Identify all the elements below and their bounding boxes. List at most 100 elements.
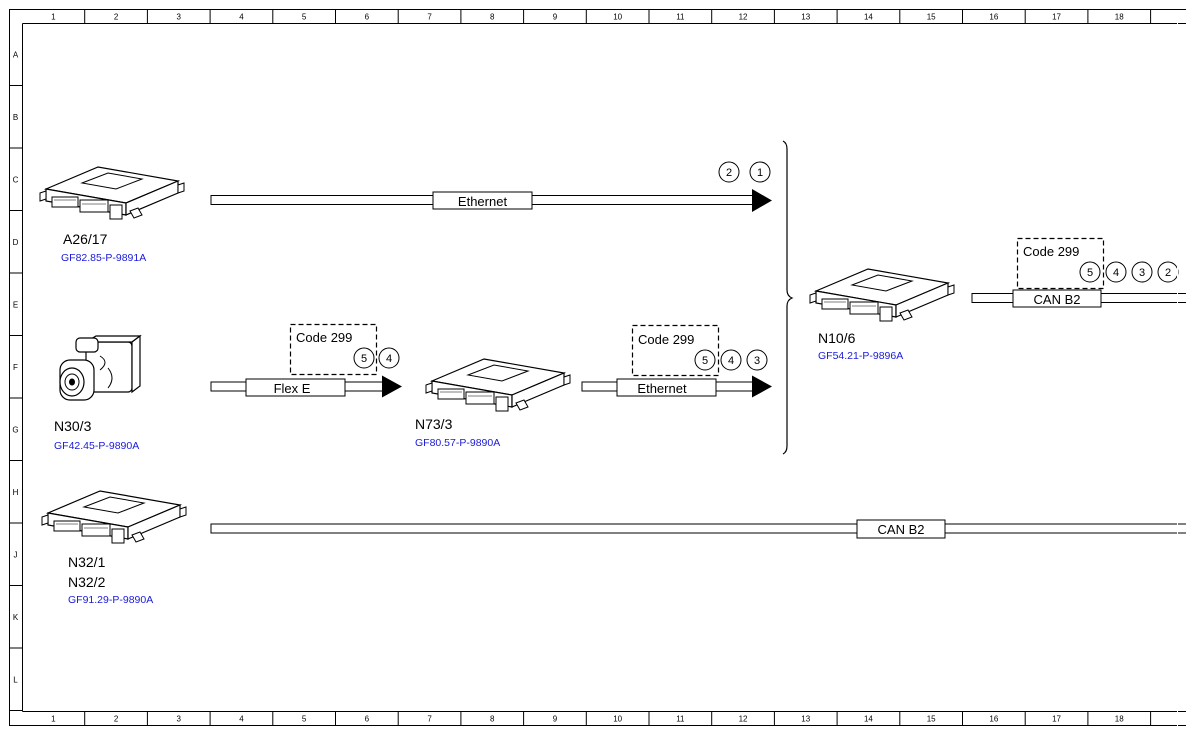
n32-ref-link[interactable]: GF91.29-P-9890A: [68, 594, 153, 606]
column-marker: 16: [989, 13, 998, 22]
column-marker: 3: [177, 13, 182, 22]
svg-text:3: 3: [1139, 267, 1145, 279]
column-marker: 14: [864, 715, 873, 724]
ethernet-top-circle-2: 2: [719, 162, 739, 182]
row-marker: D: [13, 238, 19, 247]
can-b2-right-bus: CAN B2: [972, 290, 1186, 307]
a26-17-label: A26/17: [63, 231, 108, 247]
can-b2-right-label: CAN B2: [1034, 292, 1081, 307]
column-marker: 2: [114, 13, 119, 22]
code-flex-label: Code 299: [296, 330, 352, 345]
column-marker: 5: [302, 13, 307, 22]
n10-6-label: N10/6: [818, 330, 856, 346]
column-marker: 16: [989, 715, 998, 724]
can-b2-right-circle-5: 5: [1080, 262, 1100, 282]
column-marker: 18: [1115, 13, 1124, 22]
n32-2-label: N32/2: [68, 574, 106, 590]
column-marker: 17: [1052, 715, 1061, 724]
row-marker: C: [13, 175, 19, 184]
flex-e-label: Flex E: [274, 381, 311, 396]
column-marker: 6: [365, 13, 370, 22]
a26-17-ref-link[interactable]: GF82.85-P-9891A: [61, 252, 146, 264]
ethernet-mid-circle-3: 3: [747, 350, 767, 370]
n73-3-ref-link[interactable]: GF80.57-P-9890A: [415, 437, 500, 449]
ethernet-top-bus: Ethernet: [211, 189, 772, 212]
can-b2-right-circle-4: 4: [1106, 262, 1126, 282]
column-marker: 3: [177, 715, 182, 724]
n10-6-unit-icon: [810, 269, 954, 321]
ethernet-mid-circle-4: 4: [721, 350, 741, 370]
row-marker: E: [13, 300, 18, 309]
n73-3-unit-icon: [426, 359, 570, 411]
column-marker: 12: [739, 13, 748, 22]
column-marker: 13: [801, 715, 810, 724]
n30-3-label: N30/3: [54, 418, 92, 434]
svg-text:3: 3: [754, 355, 760, 367]
column-marker: 13: [801, 13, 810, 22]
svg-text:2: 2: [726, 167, 732, 179]
can-b2-bottom-bus: CAN B2: [211, 520, 1186, 538]
column-marker: 14: [864, 13, 873, 22]
row-marker: A: [13, 50, 19, 59]
svg-text:1: 1: [757, 167, 763, 179]
row-marker: L: [13, 675, 18, 684]
ethernet-mid-circle-5: 5: [695, 350, 715, 370]
column-marker: 2: [114, 715, 119, 724]
column-marker: 5: [302, 715, 307, 724]
code-right-label: Code 299: [1023, 244, 1079, 259]
column-marker: 15: [927, 715, 936, 724]
svg-text:5: 5: [1087, 267, 1093, 279]
svg-text:5: 5: [702, 355, 708, 367]
column-marker: 1: [51, 13, 56, 22]
a26-17-unit-icon: [40, 167, 184, 219]
row-marker: K: [13, 613, 19, 622]
n10-6-ref-link[interactable]: GF54.21-P-9896A: [818, 350, 903, 362]
row-marker: J: [14, 550, 18, 559]
column-marker: 12: [739, 715, 748, 724]
column-marker: 6: [365, 715, 370, 724]
column-marker: 7: [427, 13, 432, 22]
ethernet-top-circle-1: 1: [750, 162, 770, 182]
column-marker: 9: [553, 715, 558, 724]
svg-text:4: 4: [728, 355, 734, 367]
column-marker: 17: [1052, 13, 1061, 22]
column-marker: 10: [613, 715, 622, 724]
column-marker: 15: [927, 13, 936, 22]
row-marker: F: [13, 363, 18, 372]
flex-e-bus: Flex E: [211, 376, 402, 398]
svg-text:4: 4: [386, 353, 392, 365]
n32-unit-icon: [42, 491, 186, 543]
ethernet-mid-label: Ethernet: [637, 381, 687, 396]
can-b2-bottom-label: CAN B2: [878, 522, 925, 537]
flex-e-circle-5: 5: [354, 348, 374, 368]
row-marker: B: [13, 113, 18, 122]
column-marker: 10: [613, 13, 622, 22]
code-eth-label: Code 299: [638, 332, 694, 347]
ethernet-top-label: Ethernet: [458, 194, 508, 209]
flex-e-circle-4: 4: [379, 348, 399, 368]
n32-1-label: N32/1: [68, 554, 106, 570]
can-b2-right-circle-2: 2: [1158, 262, 1178, 282]
column-marker: 7: [427, 715, 432, 724]
n73-3-label: N73/3: [415, 416, 453, 432]
svg-text:4: 4: [1113, 267, 1119, 279]
column-marker: 18: [1115, 715, 1124, 724]
column-marker: 8: [490, 13, 495, 22]
column-marker: 1: [51, 715, 56, 724]
column-marker: 8: [490, 715, 495, 724]
group-bracket: [783, 141, 792, 454]
n30-3-ref-link[interactable]: GF42.45-P-9890A: [54, 440, 139, 452]
camera-icon: [60, 336, 140, 400]
svg-text:2: 2: [1165, 267, 1171, 279]
column-marker: 9: [553, 13, 558, 22]
column-marker: 11: [676, 13, 685, 22]
row-marker: H: [13, 488, 19, 497]
column-marker: 11: [676, 715, 685, 724]
svg-text:5: 5: [361, 353, 367, 365]
column-marker: 4: [239, 715, 244, 724]
